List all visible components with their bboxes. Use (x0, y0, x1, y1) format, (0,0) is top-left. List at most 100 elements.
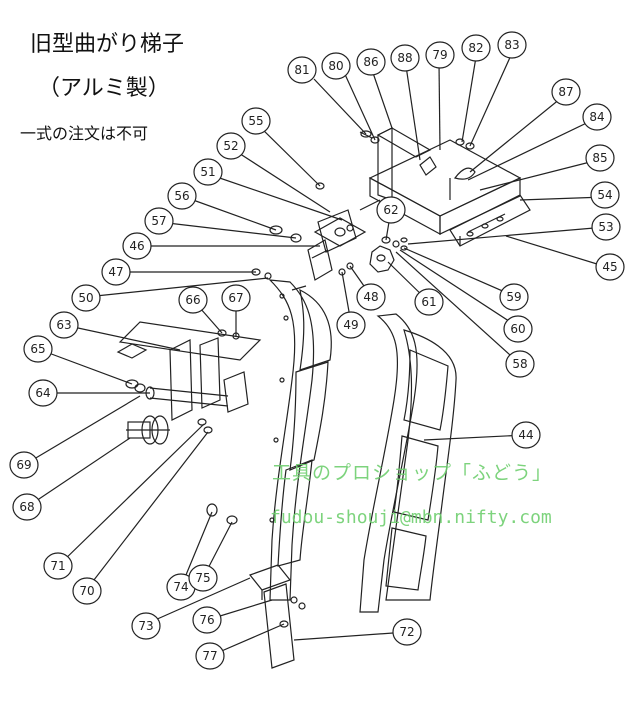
callout-53: 53 (591, 213, 621, 241)
callout-label: 51 (200, 165, 215, 179)
callout-80: 80 (321, 52, 351, 80)
callout-label: 77 (202, 649, 217, 663)
callout-68: 68 (12, 493, 42, 521)
callout-69: 69 (9, 451, 39, 479)
callout-45: 45 (595, 253, 625, 281)
callout-label: 57 (151, 214, 166, 228)
callout-67: 67 (221, 284, 251, 312)
callout-label: 50 (78, 291, 93, 305)
material-subtitle: （アルミ製） (38, 76, 170, 101)
callout-59: 59 (499, 283, 529, 311)
callout-70: 70 (72, 577, 102, 605)
callout-label: 71 (50, 559, 65, 573)
callout-label: 82 (468, 41, 483, 55)
callout-label: 44 (518, 428, 533, 442)
callout-46: 46 (122, 232, 152, 260)
callout-label: 75 (195, 571, 210, 585)
callout-57: 57 (144, 207, 174, 235)
callout-label: 60 (510, 322, 525, 336)
callout-48: 48 (356, 283, 386, 311)
callout-71: 71 (43, 552, 73, 580)
callout-label: 88 (397, 51, 412, 65)
email-watermark: fudou-shouji@mbn.nifty.com (270, 507, 552, 528)
callout-label: 45 (602, 260, 617, 274)
callout-86: 86 (356, 48, 386, 76)
pulley-bracket-assembly (116, 321, 262, 525)
callout-label: 55 (248, 114, 263, 128)
callout-label: 76 (199, 613, 214, 627)
callout-88: 88 (390, 44, 420, 72)
callout-54: 54 (590, 181, 620, 209)
callout-47: 47 (101, 258, 131, 286)
callout-label: 54 (597, 188, 612, 202)
callout-79: 79 (425, 41, 455, 69)
callout-label: 81 (294, 63, 309, 77)
callout-64: 64 (28, 379, 58, 407)
callout-label: 73 (138, 619, 153, 633)
callout-label: 58 (512, 357, 527, 371)
callout-44: 44 (511, 421, 541, 449)
callout-label: 67 (228, 291, 243, 305)
callout-52: 52 (216, 132, 246, 160)
callout-label: 46 (129, 239, 144, 253)
callout-label: 52 (223, 139, 238, 153)
callout-label: 83 (504, 38, 519, 52)
callout-label: 74 (173, 580, 188, 594)
callout-66: 66 (178, 286, 208, 314)
callout-76: 76 (192, 606, 222, 634)
callout-label: 63 (56, 318, 71, 332)
callout-label: 64 (35, 386, 50, 400)
right-ladder-rail (359, 313, 457, 613)
callout-label: 85 (592, 151, 607, 165)
callout-51: 51 (193, 158, 223, 186)
callout-label: 48 (363, 290, 378, 304)
callout-63: 63 (49, 311, 79, 339)
callout-85: 85 (585, 144, 615, 172)
callout-62: 62 (376, 196, 406, 224)
callout-label: 70 (79, 584, 94, 598)
page-title: 旧型曲がり梯子 (30, 32, 185, 57)
callout-label: 80 (328, 59, 343, 73)
callout-label: 84 (589, 110, 604, 124)
callout-label: 66 (185, 293, 200, 307)
left-ladder-rail (268, 279, 332, 601)
callout-label: 68 (19, 500, 34, 514)
callout-label: 86 (363, 55, 378, 69)
callout-label: 49 (343, 318, 358, 332)
callout-77: 77 (195, 642, 225, 670)
order-notice: 一式の注文は不可 (20, 124, 149, 143)
callout-81: 81 (287, 56, 317, 84)
callout-83: 83 (497, 31, 527, 59)
callout-label: 56 (174, 189, 189, 203)
callout-label: 59 (506, 290, 521, 304)
callout-55: 55 (241, 107, 271, 135)
callout-label: 65 (30, 342, 45, 356)
callout-82: 82 (461, 34, 491, 62)
callout-65: 65 (23, 335, 53, 363)
callout-75: 75 (188, 564, 218, 592)
callout-label: 62 (383, 203, 398, 217)
callout-84: 84 (582, 103, 612, 131)
callout-73: 73 (131, 612, 161, 640)
callout-56: 56 (167, 182, 197, 210)
callout-label: 47 (108, 265, 123, 279)
callout-label: 87 (558, 85, 573, 99)
hinge-bracket-assembly (359, 127, 531, 247)
callout-61: 61 (414, 288, 444, 316)
callout-72: 72 (392, 618, 422, 646)
callout-label: 79 (432, 48, 447, 62)
callout-label: 72 (399, 625, 414, 639)
callout-label: 53 (598, 220, 613, 234)
callout-50: 50 (71, 284, 101, 312)
callout-58: 58 (505, 350, 535, 378)
callout-49: 49 (336, 311, 366, 339)
callout-label: 69 (16, 458, 31, 472)
callout-87: 87 (551, 78, 581, 106)
callout-label: 61 (421, 295, 436, 309)
foot-plate-assembly (249, 564, 306, 669)
leader-lines (23, 52, 611, 657)
callout-60: 60 (503, 315, 533, 343)
shop-watermark: 工具のプロショップ「ふどう」 (272, 462, 553, 484)
